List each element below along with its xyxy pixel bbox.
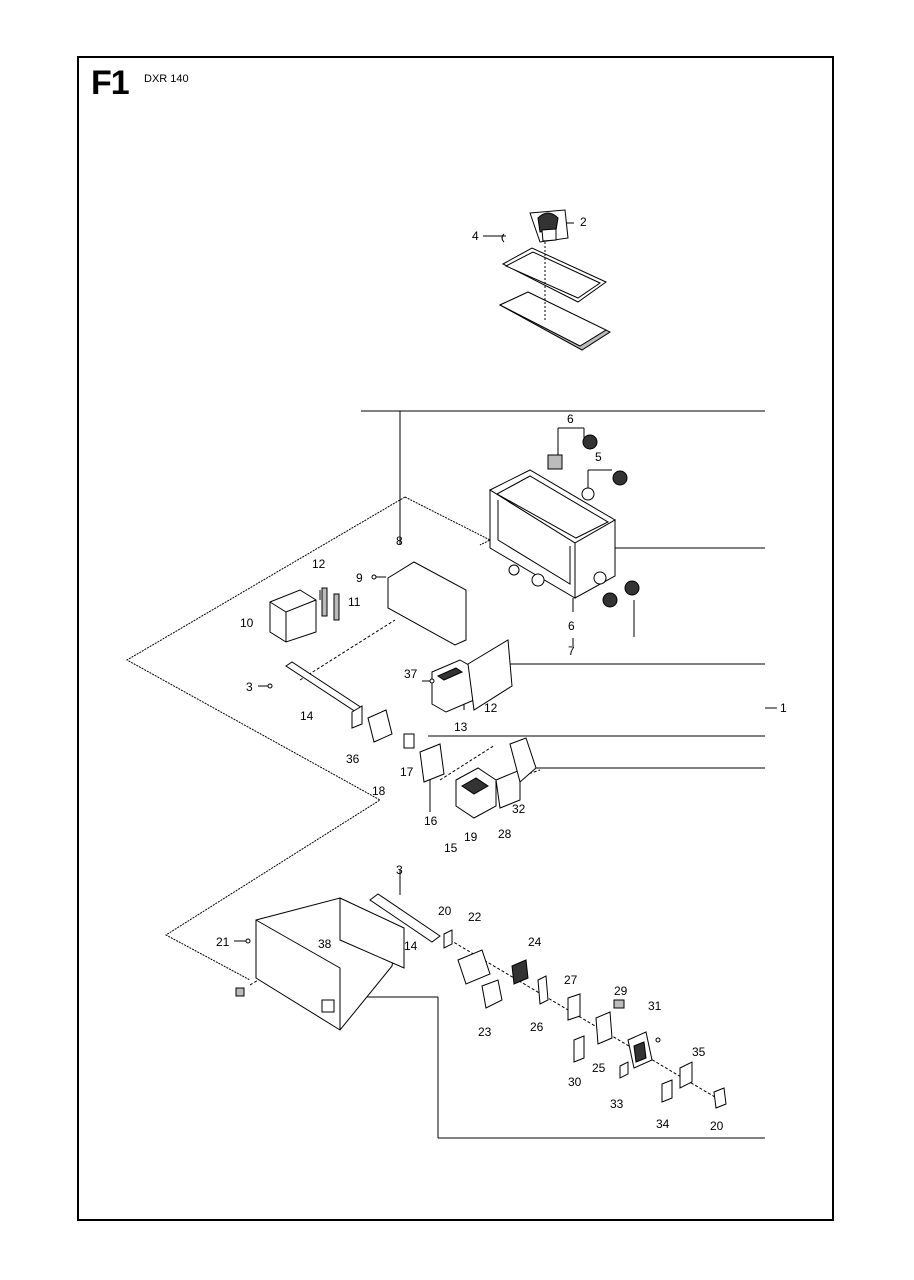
callout-18: 18 <box>372 784 386 798</box>
callout-28: 28 <box>498 827 512 841</box>
callout-33: 33 <box>610 1097 624 1111</box>
callout-29: 29 <box>614 984 628 998</box>
callout-10: 10 <box>240 616 254 630</box>
callout-25: 25 <box>592 1061 606 1075</box>
callout-11: 11 <box>348 595 361 609</box>
top-cover-assembly <box>498 209 612 351</box>
din-rail-upper <box>267 661 415 749</box>
auxiliary-components <box>443 929 727 1109</box>
callout-36: 36 <box>346 752 360 766</box>
contactor-block <box>429 639 513 713</box>
callout-3: 3 <box>246 680 253 694</box>
callout-1: 1 <box>780 701 787 715</box>
callout-8: 8 <box>396 534 403 548</box>
callout-34: 34 <box>656 1117 670 1131</box>
callout-2: 2 <box>580 215 587 229</box>
callout-6: 6 <box>567 412 574 426</box>
callout-30: 30 <box>568 1075 582 1089</box>
main-housing-box <box>488 434 640 608</box>
callout-19: 19 <box>464 830 478 844</box>
callout-7: 7 <box>568 644 575 658</box>
callout-31: 31 <box>648 999 662 1013</box>
callout-32: 32 <box>512 802 526 816</box>
callout-20: 20 <box>710 1119 724 1133</box>
callout-12: 12 <box>484 701 498 715</box>
motor-protector-group <box>419 737 537 819</box>
callout-35: 35 <box>692 1045 706 1059</box>
model-name: DXR 140 <box>144 73 189 85</box>
section-code: F1 <box>91 64 130 102</box>
callout-14: 14 <box>404 939 418 953</box>
callout-9: 9 <box>356 571 363 585</box>
callout-38: 38 <box>318 937 332 951</box>
callout-4: 4 <box>472 229 479 243</box>
callout-3: 3 <box>396 863 403 877</box>
callout-27: 27 <box>564 973 578 987</box>
lower-panel <box>235 893 441 1031</box>
callout-22: 22 <box>468 910 482 924</box>
callout-17: 17 <box>400 765 414 779</box>
callout-24: 24 <box>528 935 542 949</box>
callout-6: 6 <box>568 619 575 633</box>
callout-20: 20 <box>438 904 452 918</box>
page-frame <box>77 56 834 1221</box>
callout-37: 37 <box>404 667 418 681</box>
callout-14: 14 <box>300 709 314 723</box>
callout-26: 26 <box>530 1020 544 1034</box>
callout-12: 12 <box>312 557 326 571</box>
callout-5: 5 <box>595 450 602 464</box>
callout-15: 15 <box>444 841 458 855</box>
mounting-plate <box>371 561 467 646</box>
callout-13: 13 <box>454 720 468 734</box>
transformer <box>269 587 340 643</box>
callout-16: 16 <box>424 814 438 828</box>
callout-labels: 1 2 3 3 4 5 6 6 7 8 9 10 11 12 12 13 14 … <box>216 215 787 1133</box>
callout-23: 23 <box>478 1025 492 1039</box>
callout-21: 21 <box>216 935 230 949</box>
